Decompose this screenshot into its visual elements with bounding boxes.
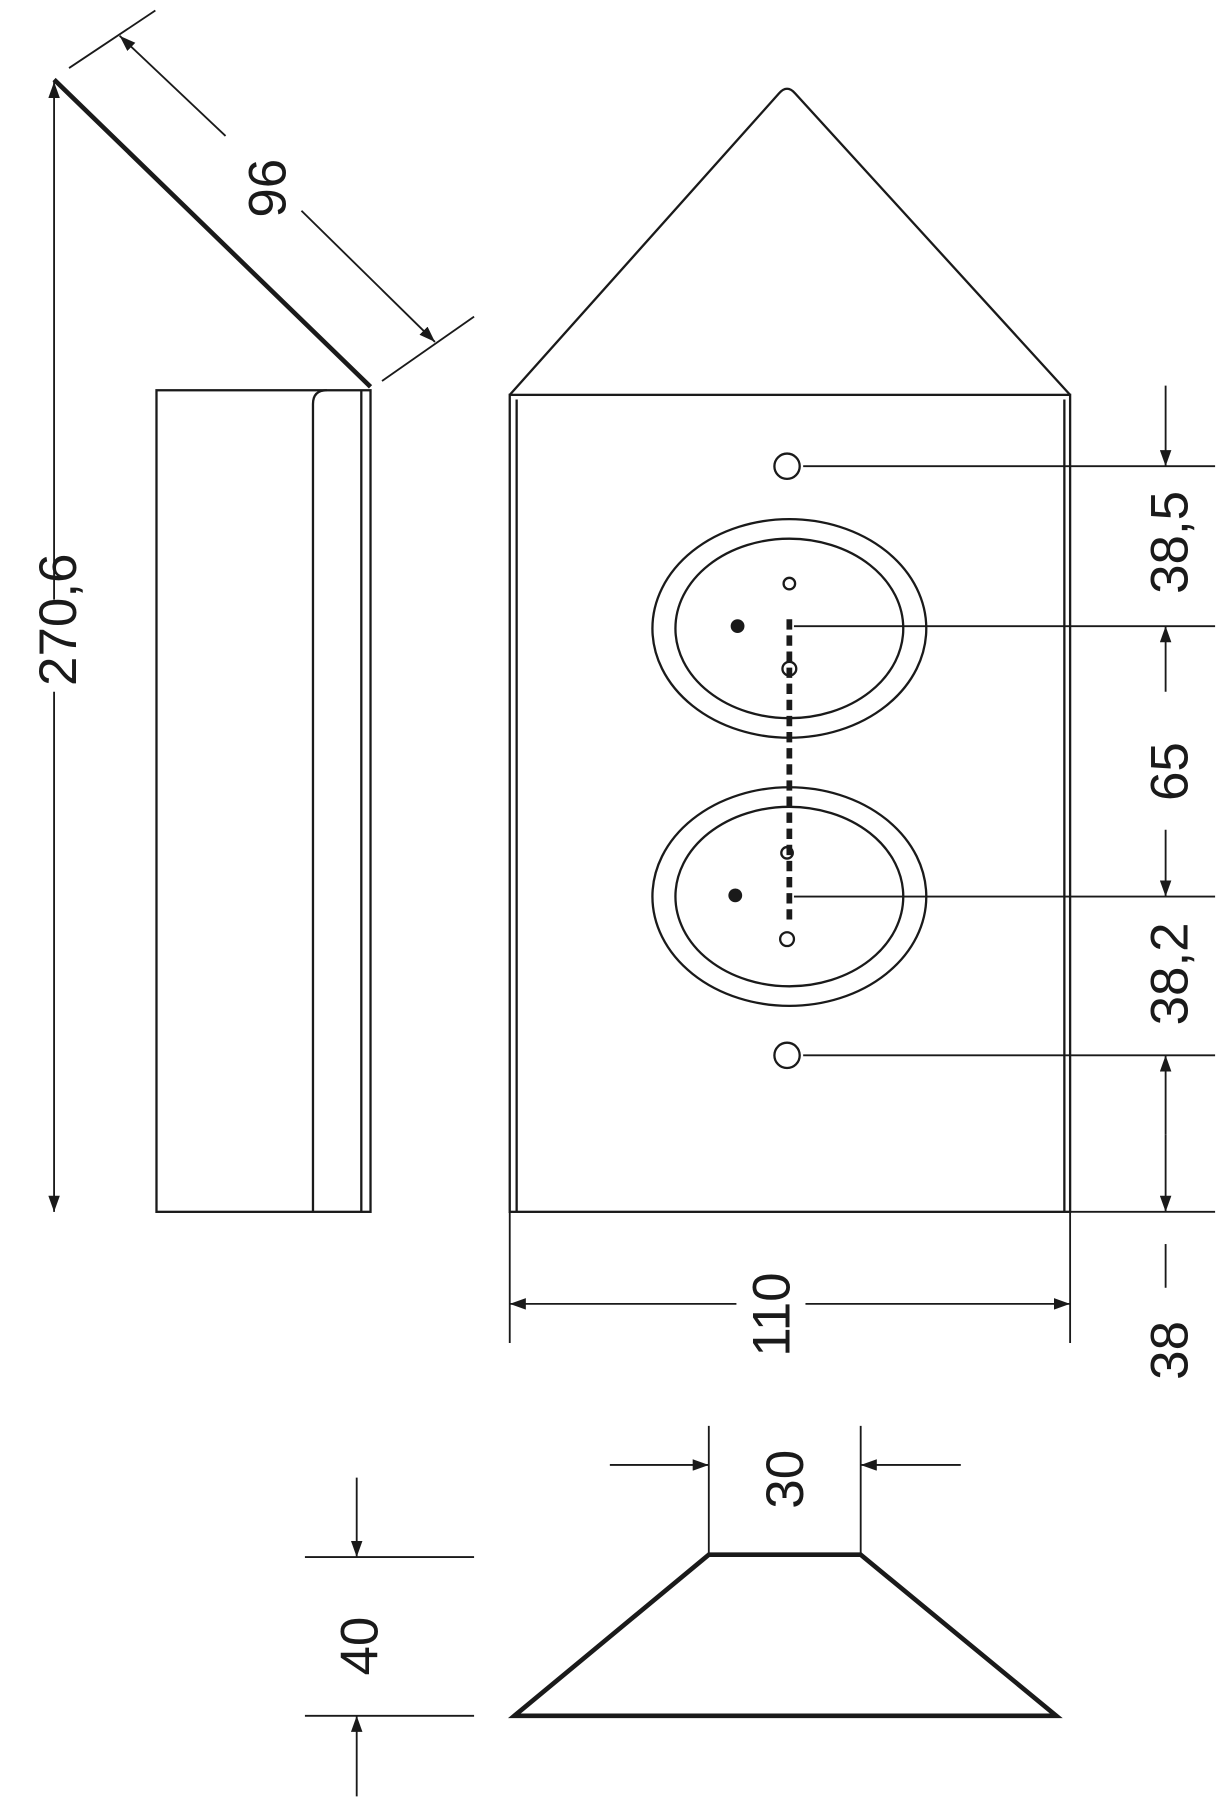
width-label: 110 — [742, 1272, 801, 1356]
dim-label-38: 38 — [1140, 1321, 1199, 1380]
top-width-label: 30 — [756, 1450, 815, 1509]
front-triangle-top — [508, 87, 1071, 396]
dim-label-38-5: 38,5 — [1140, 491, 1199, 594]
dim-label-38-2: 38,2 — [1140, 922, 1199, 1025]
bottom-trapezoid — [507, 1552, 1063, 1719]
mounting-hole-bottom — [773, 1041, 801, 1070]
diag-dim-line-bottom — [300, 210, 436, 343]
front-view: 38,5 65 38,2 38 110 — [508, 87, 1216, 1380]
diagonal-label: 96 — [238, 159, 297, 218]
diag-dim-line-top — [119, 35, 227, 137]
dim-label-65: 65 — [1140, 742, 1199, 801]
front-body — [508, 393, 1072, 1213]
bottom-view: 30 40 — [304, 1425, 1063, 1797]
side-body — [155, 389, 372, 1213]
diag-ext-bottom — [381, 315, 475, 382]
height-label: 270,6 — [29, 554, 88, 686]
diag-ext-top — [68, 9, 156, 69]
side-diagonal-edge — [52, 77, 373, 389]
side-view: 270,6 96 — [29, 9, 475, 1213]
depth-label: 40 — [330, 1617, 389, 1676]
mounting-hole-top — [773, 452, 801, 481]
side-front-plate — [311, 389, 327, 1212]
